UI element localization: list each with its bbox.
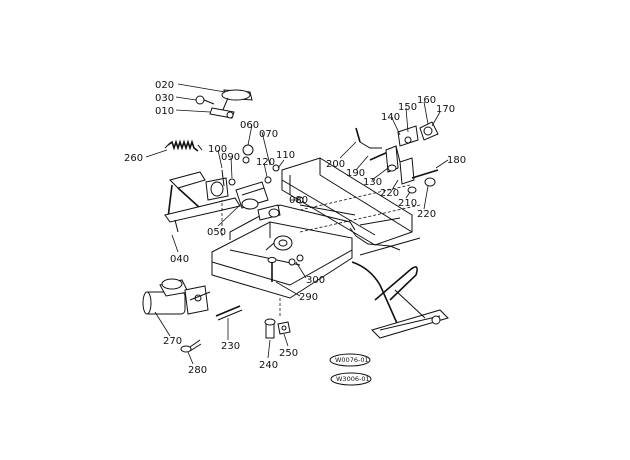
reference-oval-1: [329, 353, 371, 367]
label-140: 140: [381, 112, 400, 123]
master-cylinder: [142, 278, 211, 315]
label-080: 080: [289, 195, 308, 206]
label-220-lower: 220: [417, 209, 436, 220]
label-220-upper: 220: [380, 188, 399, 199]
label-110: 110: [276, 150, 295, 161]
lever-arm: [164, 171, 241, 233]
label-200: 200: [326, 159, 345, 170]
bolt-280: [180, 339, 202, 353]
label-040: 040: [170, 254, 189, 265]
bolt-240: [264, 318, 276, 339]
spring: [164, 139, 203, 152]
pin-230: [215, 305, 243, 321]
label-160: 160: [417, 95, 436, 106]
label-070: 070: [259, 129, 278, 140]
label-050: 050: [207, 227, 226, 238]
label-210: 210: [398, 198, 417, 209]
label-170: 170: [436, 104, 455, 115]
nut-250: [277, 321, 291, 335]
reference-code-2: W3006-01: [336, 375, 370, 383]
main-frame: [211, 157, 421, 299]
label-100: 100: [208, 144, 227, 155]
reference-oval-2: [330, 372, 372, 386]
label-090: 090: [221, 152, 240, 163]
bolt-290: [267, 254, 304, 282]
pedal-assembly: [351, 261, 449, 339]
label-030: 030: [155, 93, 174, 104]
label-180: 180: [447, 155, 466, 166]
label-190: 190: [346, 168, 365, 179]
label-280: 280: [188, 365, 207, 376]
label-250: 250: [279, 348, 298, 359]
label-150: 150: [398, 102, 417, 113]
label-270: 270: [163, 336, 182, 347]
leader-lines: [145, 83, 449, 365]
part-labels: 020 030 010 260 060 070 100 090 120 110 …: [124, 80, 466, 376]
clevis-bracket: [205, 144, 304, 221]
reference-marks: W0076-01 W3006-01: [329, 353, 372, 386]
label-240: 240: [259, 360, 278, 371]
label-260: 260: [124, 153, 143, 164]
label-300: 300: [306, 275, 325, 286]
label-290: 290: [299, 292, 318, 303]
label-120: 120: [256, 157, 275, 168]
handle-assembly: [195, 89, 253, 119]
label-230: 230: [221, 341, 240, 352]
label-130: 130: [363, 177, 382, 188]
label-010: 010: [155, 106, 174, 117]
reference-code-1: W0076-01: [335, 356, 369, 364]
label-060: 060: [240, 120, 259, 131]
label-020: 020: [155, 80, 174, 91]
